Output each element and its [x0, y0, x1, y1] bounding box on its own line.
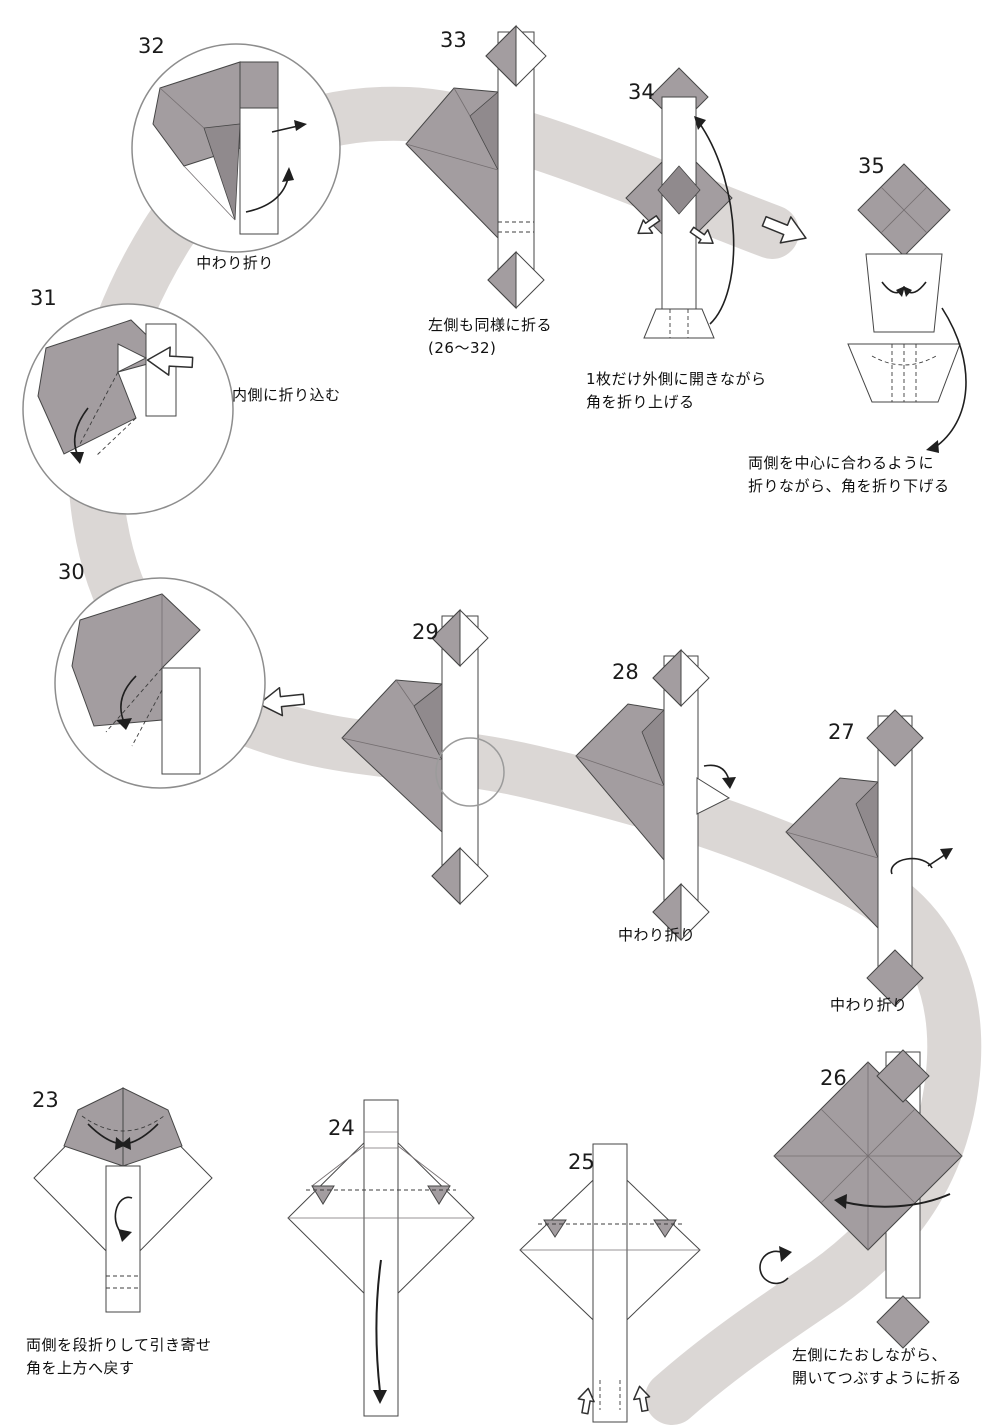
caption-line: 内側に折り込む [232, 386, 341, 404]
step-33-number: 33 [440, 28, 467, 52]
open-right-arrow-icon [689, 226, 714, 245]
step-23-number: 23 [32, 1088, 59, 1112]
step-34-number: 34 [628, 80, 655, 104]
step-30-number: 30 [58, 560, 85, 584]
step-27-number: 27 [828, 720, 855, 744]
pull-left-arrow-icon [577, 1387, 595, 1415]
step-31-figure [22, 303, 234, 515]
caption-line: (26〜32) [428, 339, 497, 357]
step-24-number: 24 [328, 1116, 355, 1140]
step-34-caption: 1枚だけ外側に開きながら 角を折り上げる [586, 368, 767, 414]
caption-line: 折りながら、角を折り下げる [748, 477, 950, 495]
step-31-caption: 内側に折り込む [232, 384, 341, 407]
step-26-number: 26 [820, 1066, 847, 1090]
step-35-number: 35 [858, 154, 885, 178]
flow-arrow-right-icon [761, 215, 807, 244]
caption-line: 中わり折り [618, 926, 696, 944]
caption-line: 1枚だけ外側に開きながら [586, 370, 767, 388]
step-32-caption: 中わり折り [150, 252, 320, 275]
rotate-arrow-icon [759, 1246, 792, 1285]
caption-line: 両側を段折りして引き寄せ [26, 1336, 212, 1354]
step-29-number: 29 [412, 620, 439, 644]
step-32-figure [131, 43, 341, 253]
caption-line: 中わり折り [196, 254, 274, 272]
step-35-figure [847, 163, 967, 453]
step-33-figure [405, 24, 547, 310]
step-25-figure [519, 1143, 701, 1423]
caption-line: 角を上方へ戻す [26, 1359, 135, 1377]
open-left-arrow-icon [637, 215, 661, 235]
step-29-figure [341, 608, 505, 906]
step-33-caption: 左側も同様に折る (26〜32) [428, 314, 552, 360]
caption-line: 両側を中心に合わるように [748, 454, 935, 472]
step-27-figure [785, 709, 953, 1007]
flow-arrow-left-icon [258, 686, 306, 717]
caption-line: 左側にたおしながら、 [792, 1346, 948, 1364]
step-27-caption: 中わり折り [830, 994, 908, 1017]
step-34-figure [625, 67, 735, 339]
step-28-caption: 中わり折り [618, 924, 696, 947]
step-23-figure [33, 1087, 213, 1313]
step-28-figure [575, 648, 736, 942]
pull-right-arrow-icon [633, 1385, 651, 1413]
step-30-figure [54, 577, 266, 789]
step-28-number: 28 [612, 660, 639, 684]
caption-line: 角を折り上げる [586, 393, 695, 411]
step-23-caption: 両側を段折りして引き寄せ 角を上方へ戻す [26, 1334, 212, 1380]
step-26-caption: 左側にたおしながら、 開いてつぶすように折る [792, 1344, 962, 1390]
inside-fold-arrow-icon [146, 346, 194, 376]
caption-line: 中わり折り [830, 996, 908, 1014]
step-25-number: 25 [568, 1150, 595, 1174]
step-32-number: 32 [138, 34, 165, 58]
step-31-number: 31 [30, 286, 57, 310]
caption-line: 左側も同様に折る [428, 316, 553, 334]
magnifier-circle [435, 737, 505, 807]
step-26-figure [773, 1049, 963, 1349]
step-24-figure [287, 1099, 475, 1417]
step-35-caption: 両側を中心に合わるように 折りながら、角を折り下げる [748, 452, 950, 498]
caption-line: 開いてつぶすように折る [792, 1369, 962, 1387]
